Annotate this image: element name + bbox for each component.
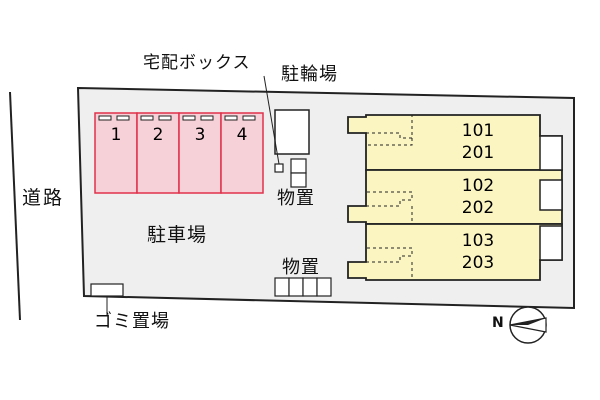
unit-number: 102 <box>462 176 494 196</box>
parking-space-3 <box>178 112 222 194</box>
wheel-stop <box>200 115 214 121</box>
entry-outline <box>366 247 413 280</box>
entry-outline <box>366 115 413 146</box>
balcony <box>539 225 563 261</box>
unit-number: 103 <box>462 231 494 251</box>
compass-icon <box>509 306 547 344</box>
compass-north-label: N <box>492 315 504 331</box>
bicycle-parking <box>274 109 310 155</box>
wheel-stop <box>98 115 112 121</box>
unit-number: 201 <box>462 143 494 163</box>
wheel-stop <box>242 115 256 121</box>
parking-space-number: 4 <box>237 125 248 145</box>
storage-shed <box>290 158 307 174</box>
wheel-stop <box>182 115 196 121</box>
parking-space-2 <box>136 112 180 194</box>
delivery-box-label: 宅配ボックス <box>143 53 251 73</box>
parking-space-number: 1 <box>111 125 122 145</box>
storage-label: 物置 <box>277 188 315 209</box>
parking-space-1 <box>94 112 138 194</box>
unit-number: 203 <box>462 253 494 273</box>
road-edge-line <box>9 91 21 321</box>
storage-shed <box>290 172 307 188</box>
parking-space-number: 2 <box>153 125 164 145</box>
wheel-stop <box>116 115 130 121</box>
garbage-label: ゴミ置場 <box>94 311 170 332</box>
apartment-building: 101 201 102 202 103 203 <box>347 114 563 281</box>
bicycle-parking-label: 駐輪場 <box>281 64 338 85</box>
wheel-stop <box>140 115 154 121</box>
storage-shed-row <box>274 277 332 297</box>
unit-number: 202 <box>462 198 494 218</box>
delivery-box-leader <box>263 75 280 165</box>
parking-space-4 <box>220 112 264 194</box>
wheel-stop <box>224 115 238 121</box>
unit-101-201 <box>347 114 563 171</box>
parking-label: 駐車場 <box>147 224 208 246</box>
unit-102-202 <box>347 169 563 225</box>
garbage-area <box>90 283 124 297</box>
wheel-stop <box>158 115 172 121</box>
unit-number: 101 <box>462 121 494 141</box>
balcony <box>539 135 563 171</box>
delivery-box <box>274 163 284 173</box>
unit-103-203 <box>347 223 563 281</box>
parking-space-number: 3 <box>195 125 206 145</box>
storage-label: 物置 <box>282 257 320 278</box>
parking-area: 1 2 3 4 <box>94 112 264 194</box>
balcony <box>539 179 563 211</box>
road-label: 道路 <box>22 187 65 209</box>
entry-outline <box>366 191 413 224</box>
